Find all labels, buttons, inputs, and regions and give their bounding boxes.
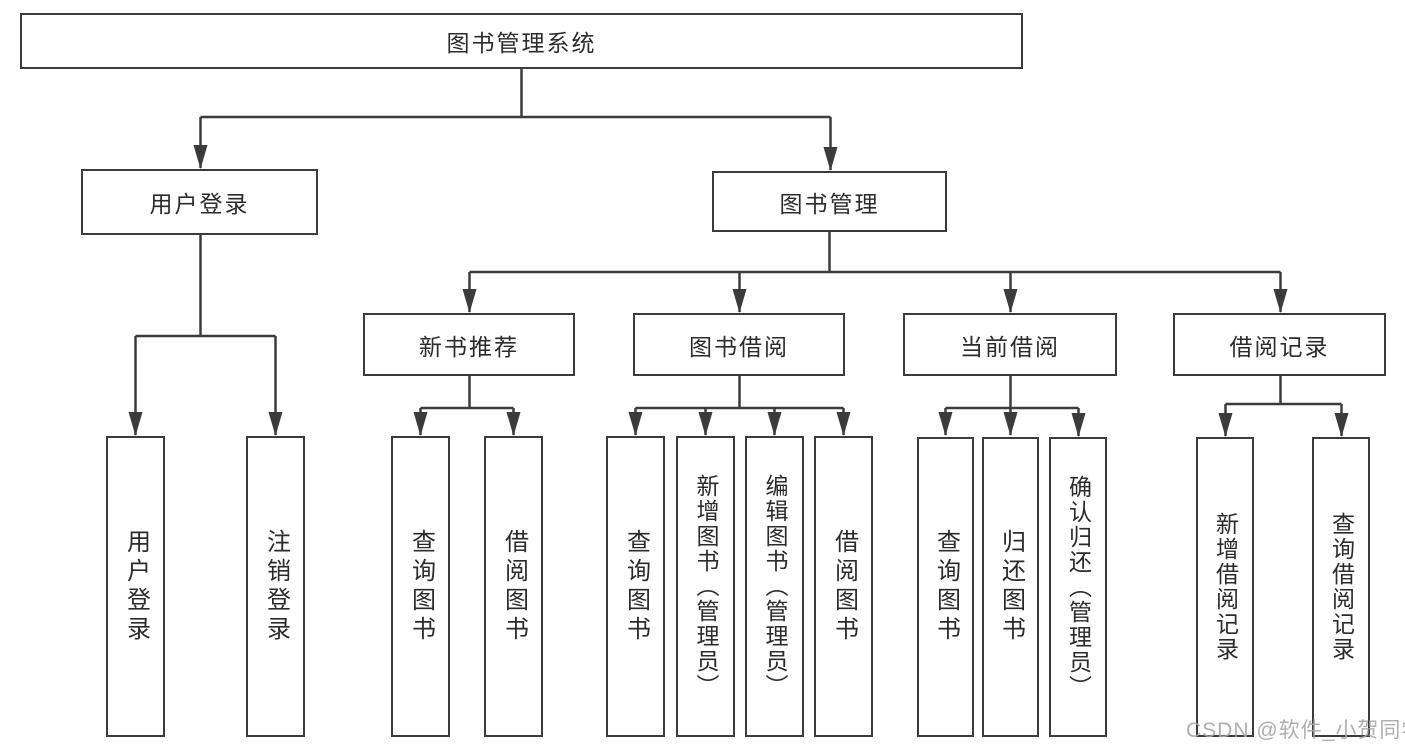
connector-user-login-children [134, 235, 277, 435]
leaf-return-book-label: 归还图书 [997, 529, 1025, 645]
leaf-user-login-label: 用户登录 [122, 528, 150, 645]
connector-book-borrow-children [634, 376, 845, 435]
leaf-query-borrow-record-label: 查询借阅记录 [1328, 512, 1355, 662]
leaf-return-book: 归还图书 [982, 437, 1039, 737]
leaf-query-book-2-label: 查询图书 [622, 528, 650, 645]
leaf-borrow-book-1-label: 借阅图书 [500, 528, 528, 645]
node-new-book-recommend: 新书推荐 [363, 313, 575, 376]
leaf-query-book-3-label: 查询图书 [932, 529, 960, 645]
node-root-label: 图书管理系统 [446, 30, 597, 56]
leaf-user-login: 用户登录 [106, 436, 165, 737]
node-user-login-label: 用户登录 [149, 191, 250, 217]
leaf-add-borrow-record-label: 新增借阅记录 [1212, 512, 1239, 662]
leaf-query-borrow-record: 查询借阅记录 [1312, 437, 1370, 737]
node-book-management-label: 图书管理 [779, 190, 880, 217]
node-new-book-recommend-label: 新书推荐 [419, 333, 519, 360]
node-user-login: 用户登录 [81, 169, 318, 235]
leaf-query-book-2: 查询图书 [606, 436, 665, 737]
leaf-borrow-book-2: 借阅图书 [814, 436, 873, 737]
connector-book-management-sections [468, 232, 1282, 312]
leaf-add-borrow-record: 新增借阅记录 [1196, 437, 1254, 737]
leaf-add-book-admin: 新增图书（管理员） [676, 436, 735, 737]
node-book-borrow: 图书借阅 [633, 313, 845, 376]
leaf-borrow-book-2-label: 借阅图书 [830, 528, 858, 645]
leaf-logout-label: 注销登录 [262, 528, 290, 645]
leaf-edit-book-admin: 编辑图书（管理员） [745, 436, 804, 737]
node-borrow-record-label: 借阅记录 [1229, 333, 1330, 360]
leaf-logout: 注销登录 [246, 436, 305, 737]
node-borrow-record: 借阅记录 [1173, 313, 1386, 376]
leaf-query-book-3: 查询图书 [917, 437, 974, 737]
leaf-query-book-1: 查询图书 [391, 436, 450, 737]
leaf-query-book-1-label: 查询图书 [407, 528, 435, 645]
connector-new-book-children [419, 376, 515, 435]
csdn-watermark: CSDN @软件_小贺同学 [1186, 719, 1405, 742]
node-current-borrow: 当前借阅 [903, 313, 1117, 376]
connector-root-to-level2 [199, 69, 832, 170]
leaf-confirm-return-admin: 确认归还（管理员） [1049, 437, 1107, 737]
arrowheads [128, 145, 1349, 437]
leaf-add-book-admin-label: 新增图书（管理员） [693, 474, 719, 699]
node-book-borrow-label: 图书借阅 [689, 333, 789, 360]
leaf-borrow-book-1: 借阅图书 [484, 436, 543, 737]
node-current-borrow-label: 当前借阅 [960, 333, 1060, 360]
leaf-confirm-return-admin-label: 确认归还（管理员） [1065, 474, 1092, 700]
leaf-edit-book-admin-label: 编辑图书（管理员） [762, 474, 788, 699]
node-book-management: 图书管理 [712, 171, 947, 232]
node-root: 图书管理系统 [20, 13, 1023, 69]
connector-borrow-record-children [1224, 376, 1343, 436]
